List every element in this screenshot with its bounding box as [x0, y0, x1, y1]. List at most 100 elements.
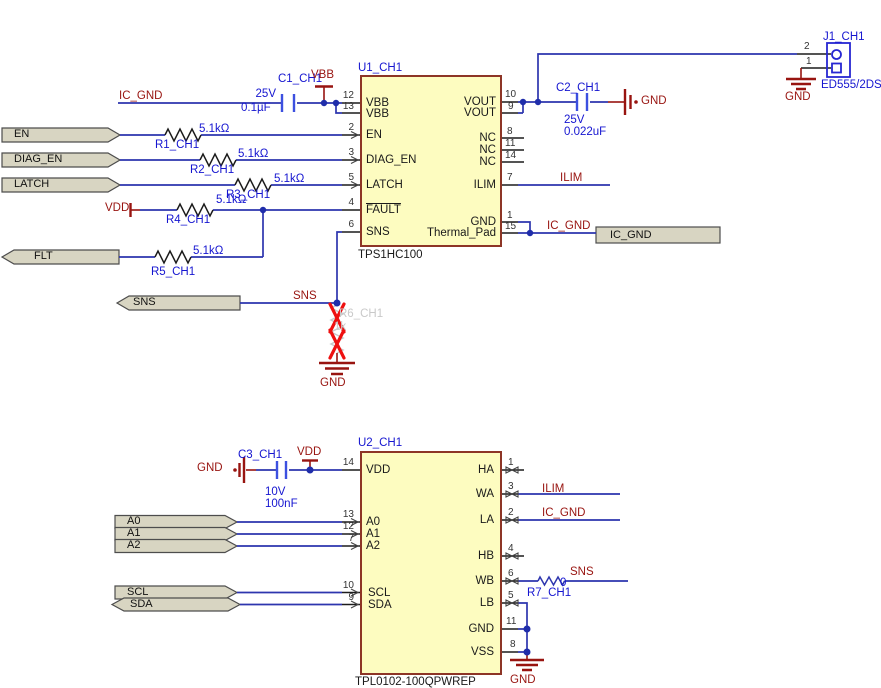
- net-label-sns-mid[interactable]: SNS: [293, 290, 317, 302]
- pin-stubs: [342, 53, 831, 653]
- resistor-r4[interactable]: [176, 202, 214, 218]
- u2-pin-name-wb: WB: [475, 575, 494, 587]
- u2-pin-name-a0: A0: [366, 516, 381, 528]
- u1-pin-num-14: 14: [505, 149, 517, 161]
- u2-pin-name-a1: A1: [366, 528, 381, 540]
- u1-pin-name-diag-en: DIAG_EN: [366, 154, 417, 166]
- port-shapes[interactable]: [0, 127, 721, 612]
- u1-pin-name-sns: SNS: [366, 226, 390, 238]
- pin-glyphs: [350, 131, 519, 609]
- resistor-r3[interactable]: [234, 177, 272, 193]
- r6-designator[interactable]: R6_CH1: [339, 308, 384, 320]
- u2-part-number[interactable]: TPL0102-100QPWREP: [355, 676, 476, 688]
- r3-value[interactable]: 5.1kΩ: [274, 173, 305, 185]
- u2-pin-name-sda: SDA: [368, 598, 392, 611]
- c1-designator[interactable]: C1_CH1: [278, 73, 323, 85]
- net-label-vbb[interactable]: VBB: [311, 69, 335, 81]
- net-label-vdd-left[interactable]: VDD: [105, 202, 130, 214]
- r3-designator[interactable]: R3_CH1: [226, 188, 271, 201]
- net-label-gnd-r6[interactable]: GND: [320, 377, 346, 389]
- c1-value[interactable]: 0.1µF: [241, 101, 271, 114]
- c3-designator[interactable]: C3_CH1: [238, 449, 283, 461]
- port-ic-gnd-shape: [595, 226, 721, 244]
- net-label-gnd-c2[interactable]: GND: [641, 95, 667, 107]
- u2-pin-name-a2: A2: [366, 540, 381, 552]
- port-flt-shape: [0, 249, 120, 265]
- r2-value[interactable]: 5.1kΩ: [238, 148, 269, 160]
- r2-designator[interactable]: R2_CH1: [190, 163, 235, 176]
- u1-pin-name-nc2: NC: [479, 144, 496, 156]
- capacitor-c2[interactable]: [575, 93, 589, 111]
- u1-pin-name-fault: FAULT: [366, 204, 401, 216]
- net-label-ic-gnd-top[interactable]: IC_GND: [119, 90, 163, 102]
- port-en-shape: [1, 127, 122, 143]
- u1-part-number[interactable]: TPS1HC100: [358, 249, 423, 261]
- j1-pin-num-2: 2: [804, 41, 810, 52]
- net-label-gnd-j1[interactable]: GND: [785, 91, 811, 103]
- no-erc-cross: [328, 302, 346, 360]
- net-label-ilim-u2[interactable]: ILIM: [542, 483, 565, 495]
- port-a1-shape: [114, 526, 239, 542]
- u2-pin-num-11: 11: [506, 616, 517, 627]
- net-label-sns-u2[interactable]: SNS: [570, 566, 594, 578]
- gnd-bar-symbol-c3[interactable]: [233, 457, 256, 483]
- port-a0-shape: [114, 514, 239, 530]
- u2-pin-num-4: 4: [508, 543, 514, 554]
- port-scl-shape: [114, 585, 239, 600]
- u1-pin-num-12: 12: [342, 90, 354, 101]
- port-a2-label: A2: [127, 539, 141, 551]
- c2-value[interactable]: 0.022uF: [564, 126, 607, 138]
- r7-designator[interactable]: R7_CH1: [527, 587, 572, 599]
- connector-j1[interactable]: [826, 42, 851, 78]
- j1-designator[interactable]: J1_CH1: [823, 31, 865, 43]
- capacitor-c3[interactable]: [275, 461, 288, 479]
- c1-voltage[interactable]: 25V: [255, 88, 276, 100]
- u1-pin-name-nc3: NC: [479, 156, 496, 168]
- net-label-gnd-c3[interactable]: GND: [197, 462, 223, 474]
- u1-pin-name-thermal-pad: Thermal_Pad: [426, 227, 496, 239]
- u2-pin-name-lb: LB: [479, 597, 494, 609]
- resistor-r6-ghost[interactable]: [328, 302, 346, 360]
- c2-designator[interactable]: C2_CH1: [556, 82, 601, 94]
- ic-u2-body[interactable]: [360, 451, 502, 675]
- c3-voltage[interactable]: 10V: [265, 486, 286, 498]
- r1-designator[interactable]: R1_CH1: [155, 139, 200, 151]
- u1-pin-num-10: 10: [505, 89, 517, 100]
- r1-value[interactable]: 5.1kΩ: [199, 123, 230, 135]
- u1-pin-num-2: 2: [348, 122, 354, 133]
- j1-part-number[interactable]: ED555/2DS: [821, 79, 881, 91]
- net-label-ic-gnd-u1[interactable]: IC_GND: [547, 220, 591, 232]
- capacitor-c1[interactable]: [280, 94, 296, 112]
- net-label-vdd-u2[interactable]: VDD: [297, 446, 322, 458]
- u2-pin-num-6: 6: [508, 568, 514, 579]
- port-a1-label: A1: [127, 527, 141, 539]
- ic-u1-body[interactable]: [360, 75, 502, 247]
- r5-designator[interactable]: R5_CH1: [151, 266, 196, 278]
- resistor-r7[interactable]: [537, 575, 566, 587]
- u2-pin-num-12: 12: [342, 521, 354, 532]
- vdd-power-symbol-left[interactable]: [129, 203, 141, 217]
- port-scl-label: SCL: [127, 585, 149, 598]
- u2-designator[interactable]: U2_CH1: [358, 437, 403, 449]
- resistor-r1[interactable]: [164, 127, 202, 143]
- resistor-r2[interactable]: [199, 152, 237, 168]
- gnd-bar-symbol-c2[interactable]: [608, 89, 638, 115]
- net-label-gnd-u2[interactable]: GND: [510, 674, 536, 686]
- r5-value[interactable]: 5.1kΩ: [193, 245, 224, 257]
- r4-value[interactable]: 5.1kΩ: [216, 194, 247, 206]
- u1-pin-num-13: 13: [342, 101, 354, 112]
- gnd-earth-symbol-r6[interactable]: [319, 353, 355, 376]
- c3-value[interactable]: 100nF: [265, 498, 298, 510]
- u2-pin-name-hb: HB: [478, 550, 494, 562]
- gnd-earth-symbol-j1[interactable]: [786, 68, 816, 91]
- net-label-ilim-u1[interactable]: ILIM: [560, 172, 583, 184]
- gnd-earth-symbol-u2[interactable]: [510, 652, 544, 672]
- c2-voltage[interactable]: 25V: [564, 114, 585, 126]
- u1-designator[interactable]: U1_CH1: [358, 62, 403, 74]
- u1-pin-num-5: 5: [348, 172, 354, 183]
- resistor-r5[interactable]: [154, 249, 192, 265]
- r6-value[interactable]: 1k: [334, 321, 347, 333]
- r7-value[interactable]: 0: [560, 577, 567, 589]
- r4-designator[interactable]: R4_CH1: [166, 213, 211, 226]
- net-label-ic-gnd-u2[interactable]: IC_GND: [542, 507, 586, 519]
